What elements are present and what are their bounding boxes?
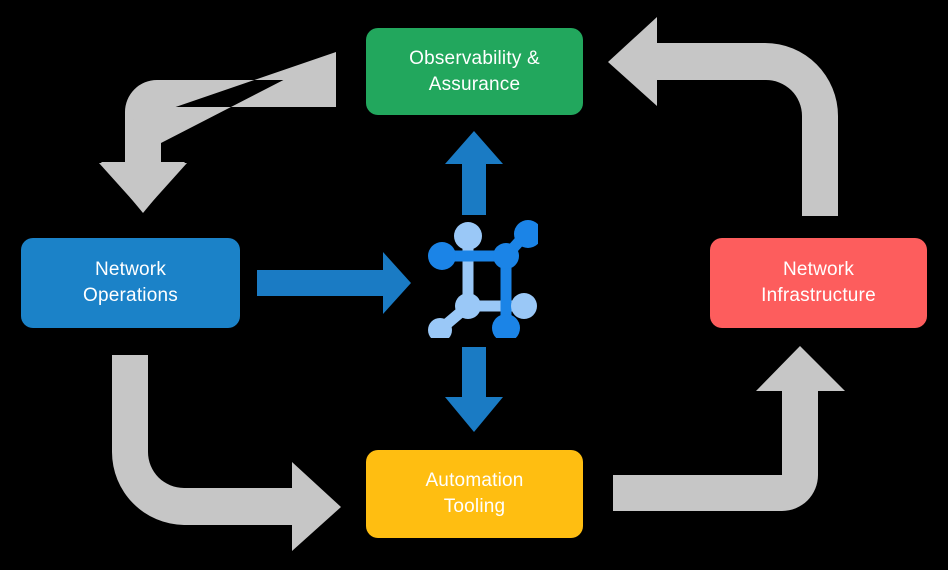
node-network-operations[interactable]: Network Operations: [21, 238, 240, 328]
grey-elbow-arrow-top-left: [101, 52, 336, 213]
network-icon-dark-nodes: [428, 220, 538, 338]
grey-arrow-top-left-group: [99, 53, 336, 212]
blue-arrow-down: [445, 347, 503, 432]
grey-arrow-top-right-group: [608, 17, 838, 216]
grey-arrow-bottom-right-group: [613, 346, 845, 511]
blue-arrow-right: [257, 252, 411, 314]
network-icon-light-nodes: [428, 222, 537, 338]
blue-arrow-up: [445, 131, 503, 215]
node-network-infrastructure[interactable]: Network Infrastructure: [710, 238, 927, 328]
network-topology-icon: [428, 220, 538, 338]
node-observability-assurance[interactable]: Observability & Assurance: [366, 28, 583, 115]
grey-arrow-bottom-left-group: [112, 355, 341, 551]
node-automation-tooling[interactable]: Automation Tooling: [366, 450, 583, 538]
